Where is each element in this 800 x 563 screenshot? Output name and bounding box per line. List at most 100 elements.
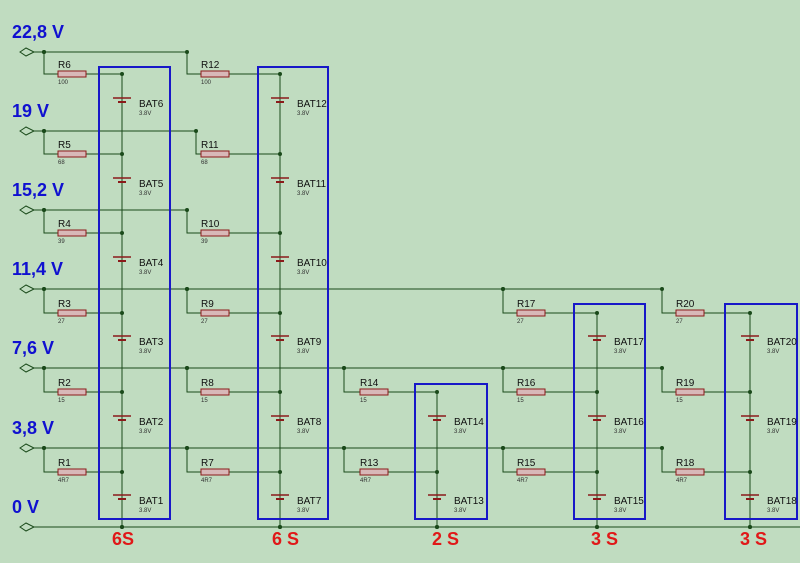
junction-dot: [185, 50, 189, 54]
battery-value: 3.8V: [614, 429, 626, 435]
resistor-body: [200, 229, 230, 237]
battery-value: 3.8V: [297, 270, 309, 276]
battery-value: 3.8V: [139, 270, 151, 276]
resistor-body: [200, 388, 230, 396]
rail-label: 22,8 V: [12, 22, 64, 42]
tap-wire: [343, 448, 360, 473]
junction-dot: [278, 525, 282, 529]
resistor-body: [675, 309, 705, 317]
battery-name: BAT9: [297, 337, 322, 348]
resistor: R16 15: [516, 378, 546, 404]
junction-dot: [595, 525, 599, 529]
resistor-name: R16: [517, 378, 536, 389]
battery-value: 3.8V: [454, 508, 466, 514]
battery-value: 3.8V: [767, 429, 779, 435]
junction-dot: [185, 287, 189, 291]
junction-dot: [42, 366, 46, 370]
battery-name: BAT12: [297, 99, 327, 110]
resistor-value: 39: [58, 239, 65, 245]
resistor-body: [359, 388, 389, 396]
resistor-value: 27: [201, 319, 208, 325]
tap-wire: [195, 131, 201, 155]
battery-value: 3.8V: [767, 508, 779, 514]
tap-wire: [661, 448, 676, 473]
junction-dot: [660, 366, 664, 370]
resistor-name: R10: [201, 219, 220, 230]
resistor-name: R8: [201, 378, 214, 389]
tap-wire: [186, 368, 201, 393]
group-label: 6S: [112, 529, 134, 549]
battery-name: BAT8: [297, 417, 322, 428]
battery-name: BAT15: [614, 496, 644, 507]
battery-value: 3.8V: [454, 429, 466, 435]
tap-wire: [502, 448, 517, 473]
rail-label: 11,4 V: [12, 259, 63, 279]
resistor-value: 4R7: [58, 478, 70, 484]
battery-value: 3.8V: [297, 191, 309, 197]
cell-group-box: [573, 303, 646, 520]
junction-dot: [42, 129, 46, 133]
battery-name: BAT13: [454, 496, 484, 507]
resistor-value: 100: [58, 80, 69, 86]
resistor-name: R11: [201, 140, 219, 151]
resistor-body: [359, 468, 389, 476]
junction-dot: [435, 525, 439, 529]
resistor-value: 4R7: [201, 478, 213, 484]
junction-dot: [42, 208, 46, 212]
resistor-value: 15: [517, 398, 524, 404]
resistor-name: R2: [58, 378, 71, 389]
resistor-value: 4R7: [676, 478, 688, 484]
junction-dot: [120, 525, 124, 529]
tap-wire: [502, 368, 517, 393]
resistor-name: R9: [201, 299, 214, 310]
resistor-value: 15: [360, 398, 367, 404]
battery-name: BAT14: [454, 417, 484, 428]
resistor-body: [200, 70, 230, 78]
tap-wire: [661, 289, 676, 314]
battery-value: 3.8V: [139, 191, 151, 197]
rail-label: 7,6 V: [12, 338, 54, 358]
tap-wire: [186, 52, 201, 75]
resistor-body: [516, 309, 546, 317]
resistor: R9 27: [200, 299, 230, 325]
battery-value: 3.8V: [614, 508, 626, 514]
wires: [19, 47, 800, 532]
tap-wire: [43, 289, 58, 314]
junction-dot: [501, 446, 505, 450]
resistor-body: [57, 468, 87, 476]
resistor-name: R15: [517, 458, 536, 469]
junction-dot: [185, 366, 189, 370]
tap-wire: [43, 368, 58, 393]
resistor-name: R17: [517, 299, 536, 310]
junction-dot: [342, 366, 346, 370]
cell-group-box: [414, 383, 488, 520]
resistor-value: 4R7: [517, 478, 529, 484]
resistor-name: R3: [58, 299, 71, 310]
tap-wire: [186, 210, 201, 234]
resistor-value: 4R7: [360, 478, 372, 484]
resistor-name: R6: [58, 60, 71, 71]
rail-label: 0 V: [12, 497, 39, 517]
tap-wire: [43, 52, 58, 75]
cell-group-box: [257, 66, 329, 520]
group-label: 6 S: [272, 529, 299, 549]
tap-wire: [502, 289, 517, 314]
